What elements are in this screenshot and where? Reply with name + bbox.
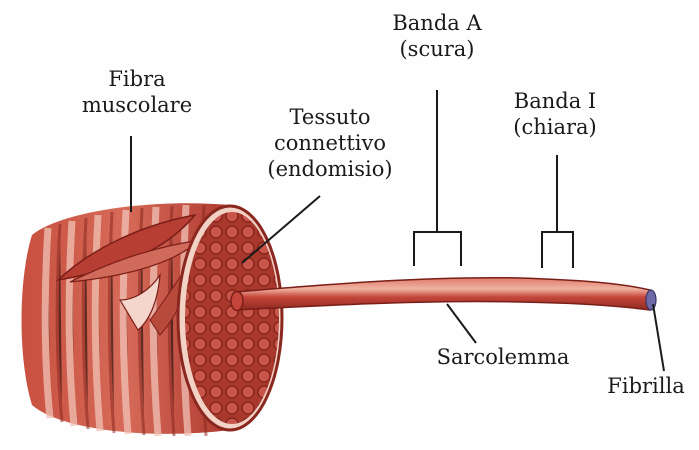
label-fibra-line1: Fibra (62, 66, 212, 92)
label-banda-a-line2: (scura) (367, 36, 507, 62)
label-banda-a: Banda A (scura) (367, 10, 507, 62)
muscle-fiber-bundle (22, 203, 283, 436)
label-tessuto-line2: connettivo (250, 130, 410, 156)
label-banda-a-line1: Banda A (367, 10, 507, 36)
label-tessuto-connettivo: Tessuto connettivo (endomisio) (250, 104, 410, 182)
single-fiber (231, 278, 656, 311)
label-banda-i-line2: (chiara) (490, 114, 620, 140)
label-sarcolemma: Sarcolemma (428, 344, 578, 370)
label-tessuto-line1: Tessuto (250, 104, 410, 130)
label-fibra-line2: muscolare (62, 92, 212, 118)
label-banda-i-line1: Banda I (490, 88, 620, 114)
label-fibra-muscolare: Fibra muscolare (62, 66, 212, 118)
label-fibrilla: Fibrilla (596, 373, 696, 399)
label-tessuto-line3: (endomisio) (250, 156, 410, 182)
label-banda-i: Banda I (chiara) (490, 88, 620, 140)
